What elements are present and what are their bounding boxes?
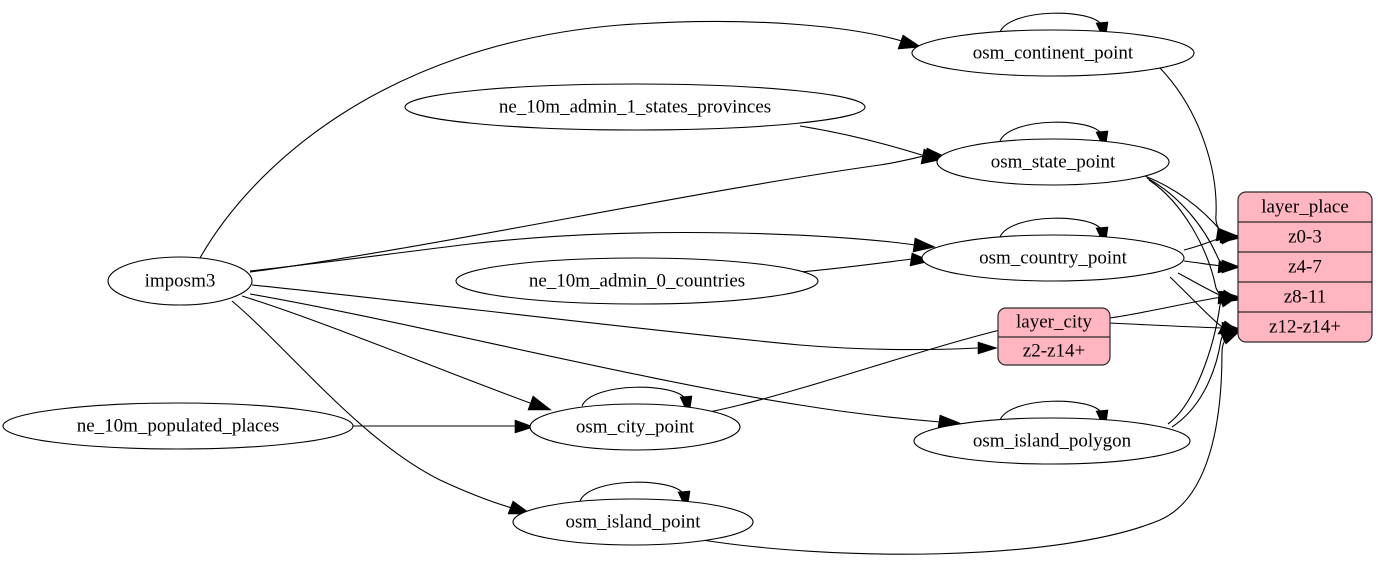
node-shape (512, 498, 754, 546)
edge-ne_countries-to-osm_country_point (799, 258, 913, 273)
selfloop-osm_state_point (999, 121, 1103, 142)
node-ne_10m_populated_places[interactable]: ne_10m_populated_places (2, 402, 354, 450)
record-title: layer_city (1016, 311, 1092, 332)
node-ne_10m_admin_1_states_provinces[interactable]: ne_10m_admin_1_states_provinces (404, 83, 866, 131)
node-shape (529, 403, 741, 451)
edge-osm_island_point-to-layer_place-z12-z14 (689, 336, 1228, 555)
record-body (1237, 191, 1373, 343)
node-osm_state_point[interactable]: osm_state_point (936, 138, 1170, 186)
node-shape (404, 83, 866, 131)
selfloop-osm_island_polygon (999, 400, 1103, 421)
node-osm_country_point[interactable]: osm_country_point (921, 234, 1185, 282)
record-row-z2-z14plus[interactable]: z2-z14+ (1023, 340, 1085, 361)
edge-imposm3-to-osm_state_point (249, 154, 929, 273)
edge-osm_continent_point-to-layer_place-z0-3 (1159, 67, 1227, 236)
record-row-z12-z14plus[interactable]: z12-z14+ (1269, 316, 1341, 337)
node-label: osm_island_polygon (973, 430, 1132, 451)
node-label: imposm3 (145, 270, 216, 291)
node-shape (455, 257, 819, 305)
edge-osm_country_point-to-layer_place-z8-11 (1177, 272, 1223, 297)
arrowhead (912, 237, 936, 253)
node-osm_city_point[interactable]: osm_city_point (529, 403, 741, 451)
edge-imposm3-to-osm_continent_point (199, 20, 906, 259)
node-osm_continent_point[interactable]: osm_continent_point (911, 29, 1195, 77)
selfloop-osm_continent_point (999, 12, 1103, 33)
records-layer: layer_place z0-3 z4-7 z8-11 z12-z14+ lay… (997, 191, 1373, 366)
edge-layer_city-to-layer_place-z12-z14 (1109, 322, 1223, 329)
record-layer_city[interactable]: layer_city z2-z14+ (997, 307, 1111, 366)
node-shape (107, 256, 253, 306)
arrowhead (977, 341, 998, 355)
edges-layer (199, 12, 1241, 555)
selfloop-osm_city_point (581, 386, 687, 407)
arrowhead (897, 34, 922, 50)
edge-osm_island_polygon-to-layer_place-z8-11 (1167, 297, 1227, 425)
selfloop-osm_country_point (999, 217, 1103, 238)
edge-osm_country_point-to-layer_place-z0-3 (1183, 236, 1224, 251)
edge-imposm3-to-layer_city (251, 284, 979, 351)
edge-osm_country_point-to-layer_place-z12-z14 (1169, 276, 1223, 328)
arrowhead (527, 395, 552, 411)
edge-osm_country_point-to-layer_place-z4-7 (1183, 260, 1223, 267)
edge-imposm3-to-osm_city_point (241, 295, 531, 404)
selfloop-osm_island_point (579, 481, 685, 502)
record-row-z0-3[interactable]: z0-3 (1288, 226, 1322, 247)
node-shape (936, 138, 1170, 186)
node-label: ne_10m_populated_places (77, 415, 280, 436)
node-label: osm_city_point (576, 416, 695, 437)
arrowhead (1219, 295, 1240, 308)
edge-layer_city-to-osm_city_point (691, 329, 1001, 416)
node-shape (2, 402, 354, 450)
edge-osm_state_point-to-layer_place-z8-11 (1148, 179, 1226, 298)
node-shape (921, 234, 1185, 282)
edge-imposm3-to-osm_island_point (231, 300, 513, 509)
node-shape (913, 417, 1191, 465)
edge-ne_states-to-osm_state_point (799, 125, 926, 157)
node-ne_10m_admin_0_countries[interactable]: ne_10m_admin_0_countries (455, 257, 819, 305)
arrowhead (1219, 230, 1240, 245)
node-osm_island_polygon[interactable]: osm_island_polygon (913, 417, 1191, 465)
arrowhead (1220, 330, 1241, 345)
node-label: osm_state_point (991, 151, 1116, 172)
arrowhead (909, 252, 932, 267)
arrowhead (1221, 259, 1241, 274)
nodes-layer: imposm3 ne_10m_admin_1_states_provinces … (2, 29, 1195, 546)
record-title: layer_place (1261, 196, 1349, 217)
node-label: ne_10m_admin_1_states_provinces (499, 96, 771, 117)
record-row-z4-7[interactable]: z4-7 (1288, 256, 1322, 277)
record-layer_place[interactable]: layer_place z0-3 z4-7 z8-11 z12-z14+ (1237, 191, 1373, 343)
node-imposm3[interactable]: imposm3 (107, 256, 253, 306)
record-row-z8-11[interactable]: z8-11 (1284, 286, 1327, 307)
edge-layer_city-to-layer_place-z8-11 (1109, 296, 1223, 319)
node-label: osm_continent_point (973, 42, 1134, 63)
edge-osm_state_point-to-layer_place-z0-3 (1144, 175, 1223, 233)
arrowhead (514, 419, 535, 434)
node-label: ne_10m_admin_0_countries (529, 270, 745, 291)
edge-imposm3-to-osm_country_point (249, 231, 916, 272)
node-osm_island_point[interactable]: osm_island_point (512, 498, 754, 546)
node-shape (911, 29, 1195, 77)
node-label: osm_island_point (565, 511, 701, 532)
node-label: osm_country_point (979, 247, 1127, 268)
edge-imposm3-to-osm_island_polygon (249, 293, 941, 423)
